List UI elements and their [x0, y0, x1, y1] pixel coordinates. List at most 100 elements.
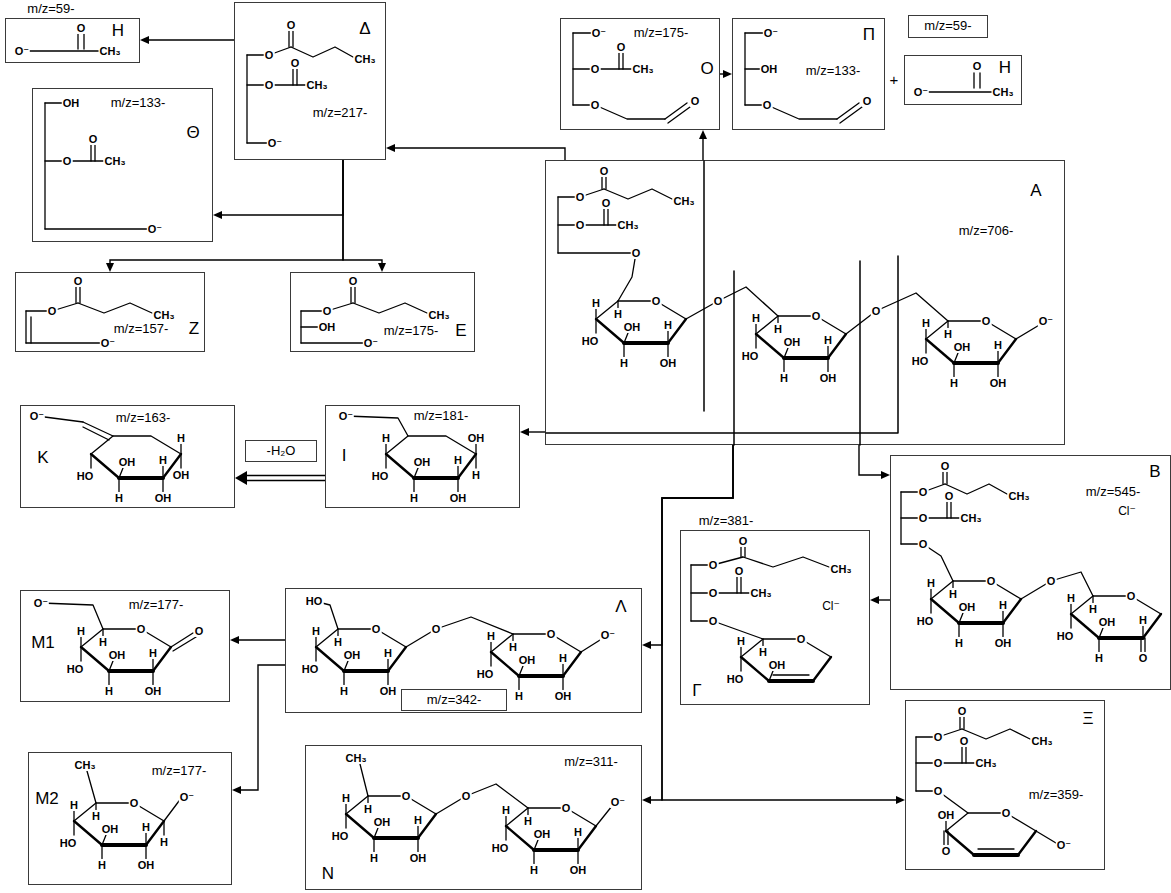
bond-line — [596, 319, 624, 343]
atom-label: H — [91, 810, 101, 822]
arrow-head — [881, 471, 890, 479]
fragment-box: CH₃m/z=177-M2OHHHOOHHHOHHO⁻ — [28, 752, 232, 885]
bond-line — [1002, 623, 1003, 637]
bond-line — [959, 717, 960, 729]
bond-line — [741, 657, 769, 681]
mz-label: m/z=133- — [110, 96, 167, 110]
bond-line — [374, 828, 378, 838]
atom-label: O — [690, 95, 701, 107]
atom-label: H — [823, 334, 833, 346]
bond-line — [784, 348, 788, 358]
bond-line — [942, 472, 943, 484]
bond-line — [417, 838, 418, 852]
bond-line — [741, 639, 831, 657]
atom-label: OH — [137, 859, 156, 871]
bond-line — [414, 468, 418, 478]
atom-label: OH — [108, 649, 127, 661]
arrow-head — [235, 471, 247, 485]
mz-label: m/z=177- — [128, 598, 185, 612]
bond-line — [162, 466, 163, 478]
arrow-line — [221, 160, 343, 215]
atom-label: H — [159, 836, 169, 848]
arrow-line — [720, 73, 724, 74]
arrow-line — [148, 39, 234, 40]
bond-line — [74, 821, 102, 845]
atom-label: O — [264, 79, 275, 91]
atom-label: O — [194, 625, 205, 637]
bond-line — [925, 329, 926, 339]
bond-line — [769, 679, 813, 683]
atom-label: H — [383, 647, 393, 659]
atom-label: O — [264, 49, 275, 61]
bond-line — [558, 252, 636, 253]
bond-line — [491, 634, 581, 652]
atom-label: O⁻ — [29, 410, 45, 422]
bond-line — [490, 652, 491, 666]
bond-line — [562, 676, 563, 690]
atom-label: H — [114, 492, 124, 504]
atom-label: H — [736, 635, 746, 647]
atom-label: O⁻ — [363, 337, 379, 349]
atom-label: H — [619, 357, 629, 369]
bond-line — [755, 334, 756, 348]
atom-label: H — [471, 469, 481, 481]
atom-label: O⁻ — [100, 337, 116, 349]
atom-label: H — [921, 317, 931, 329]
atom-label: O — [73, 275, 84, 287]
bond-line — [91, 436, 181, 454]
atom-label: CH₃ — [354, 53, 377, 65]
fragment-letter: Δ — [358, 20, 371, 39]
bond-line — [744, 547, 745, 557]
bond-line — [102, 843, 146, 847]
bond-line — [108, 671, 109, 685]
atom-label: HO — [476, 668, 495, 680]
bond-line — [703, 161, 705, 411]
atom-label: CH₃ — [960, 512, 983, 524]
bond-line — [961, 747, 962, 763]
bond-line — [288, 31, 289, 47]
arrow-head — [106, 263, 114, 272]
bond-line — [740, 577, 741, 593]
bond-line — [667, 343, 668, 357]
bond-line — [316, 629, 406, 647]
fragment-box: CH₃m/z=311-NOHHHOOHHHOHOOHHHOOHHHOHO⁻ — [305, 745, 642, 890]
bond-line — [736, 577, 737, 593]
atom-label: H — [508, 641, 518, 653]
fragment-box: m/z=59- — [908, 15, 988, 38]
atom-label: O — [957, 705, 968, 717]
bond-line — [1098, 638, 1099, 652]
atom-label: O — [348, 275, 359, 287]
atom-label: HO — [916, 615, 935, 627]
mz-label: m/z=175- — [633, 26, 690, 40]
arrow-line — [394, 148, 565, 160]
atom-label: OH — [101, 823, 120, 835]
atom-label: HO — [76, 470, 95, 482]
bond-line — [145, 833, 146, 845]
bond-line — [946, 472, 947, 484]
bond-line — [743, 557, 829, 567]
bond-line — [457, 466, 458, 478]
atom-label: HO — [331, 830, 350, 842]
arrow-line — [240, 665, 285, 790]
fragment-letter: Z — [188, 320, 200, 339]
bond-line — [931, 581, 1021, 599]
atom-label: O⁻ — [591, 27, 607, 39]
atom-label: O⁻ — [1056, 839, 1072, 851]
atom-label: O — [1046, 575, 1057, 587]
atom-label: O — [708, 615, 719, 627]
mz-label: m/z=177- — [151, 764, 208, 778]
atom-label: H — [341, 792, 351, 804]
arrow-head — [870, 596, 879, 604]
bond-line — [859, 261, 861, 445]
bond-line — [624, 341, 668, 345]
fragmentation-arrow — [662, 445, 905, 804]
atom-label: O⁻ — [610, 796, 626, 808]
atom-label: H — [1138, 614, 1148, 626]
bond-line — [947, 831, 948, 845]
atom-label: OH — [518, 654, 537, 666]
bond-line — [346, 814, 374, 838]
bond-line — [546, 256, 898, 433]
atom-label: O — [575, 191, 586, 203]
fragmentation-arrow — [230, 636, 285, 644]
bond-line — [533, 850, 534, 864]
